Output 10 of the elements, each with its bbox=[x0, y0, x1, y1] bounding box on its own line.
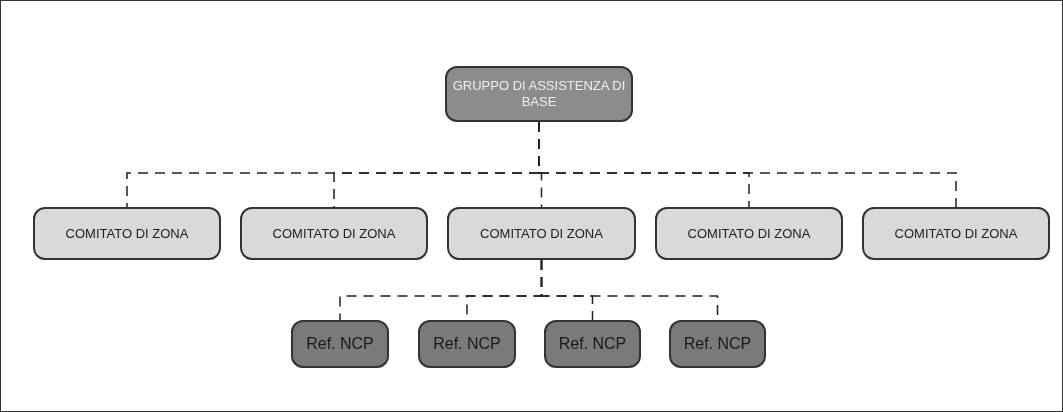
org-box: COMITATO DI ZONA bbox=[240, 207, 428, 260]
org-box: Ref. NCP bbox=[544, 320, 641, 368]
org-box: COMITATO DI ZONA bbox=[655, 207, 843, 260]
org-box: Ref. NCP bbox=[291, 320, 389, 368]
org-box: Ref. NCP bbox=[418, 320, 516, 368]
org-box: Ref. NCP bbox=[669, 320, 766, 368]
org-box: COMITATO DI ZONA bbox=[33, 207, 221, 260]
org-box: COMITATO DI ZONA bbox=[862, 207, 1050, 260]
org-box: GRUPPO DI ASSISTENZA DI BASE bbox=[445, 66, 633, 122]
org-box: COMITATO DI ZONA bbox=[447, 207, 636, 260]
